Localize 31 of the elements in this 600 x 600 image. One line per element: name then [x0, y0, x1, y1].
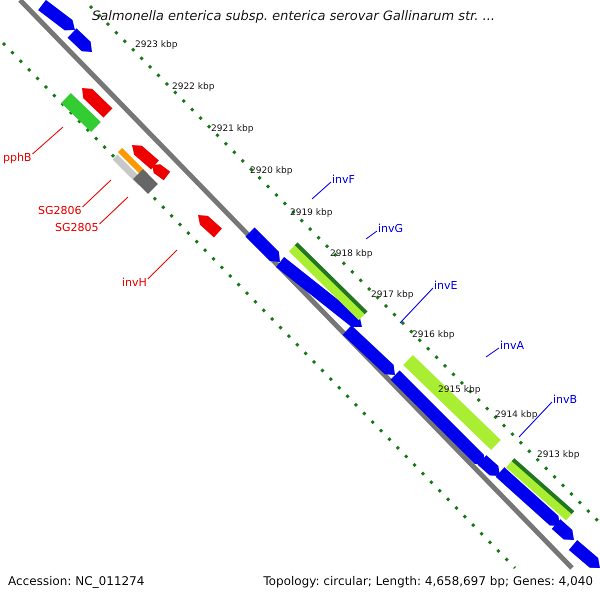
gene-label: invG	[378, 223, 404, 234]
gene-label: SG2806	[38, 205, 82, 216]
leader-line	[312, 182, 332, 200]
genome-info-text: Topology: circular; Length: 4,658,697 bp; Genes: 4,040	[263, 575, 593, 587]
leader-line	[147, 250, 178, 280]
scale-label: 2919 kbp	[290, 209, 332, 218]
gene-label: invF	[332, 174, 355, 185]
gene-label: pphB	[3, 152, 32, 163]
scale-label: 2922 kbp	[172, 83, 214, 92]
scale-label: 2916 kbp	[412, 331, 454, 340]
leader-line	[366, 230, 378, 240]
scale-label: 2923 kbp	[135, 41, 178, 50]
scale-label: 2917 kbp	[371, 291, 414, 300]
scale-label: 2914 kbp	[495, 411, 538, 420]
leader-line	[32, 126, 64, 154]
scale-label: 2921 kbp	[211, 125, 254, 134]
leader-line	[82, 180, 112, 208]
scale-label: 2918 kbp	[330, 250, 372, 259]
scale-label: 2920 kbp	[250, 167, 292, 176]
title: Salmonella enterica subsp. enterica serovar Gallinarum str. ...	[92, 10, 495, 23]
leader-line	[400, 288, 434, 324]
gene-label: SG2805	[55, 222, 99, 233]
accession-text: Accession: NC_011274	[8, 575, 144, 587]
gene-label: invA	[500, 340, 524, 351]
leader-line	[486, 348, 500, 358]
gene-label: invB	[553, 394, 578, 405]
gene-label: invE	[434, 280, 458, 291]
scale-label: 2913 kbp	[537, 451, 580, 460]
leader-line	[99, 196, 128, 224]
gene-label: invH	[122, 277, 147, 288]
leader-line	[518, 402, 552, 438]
